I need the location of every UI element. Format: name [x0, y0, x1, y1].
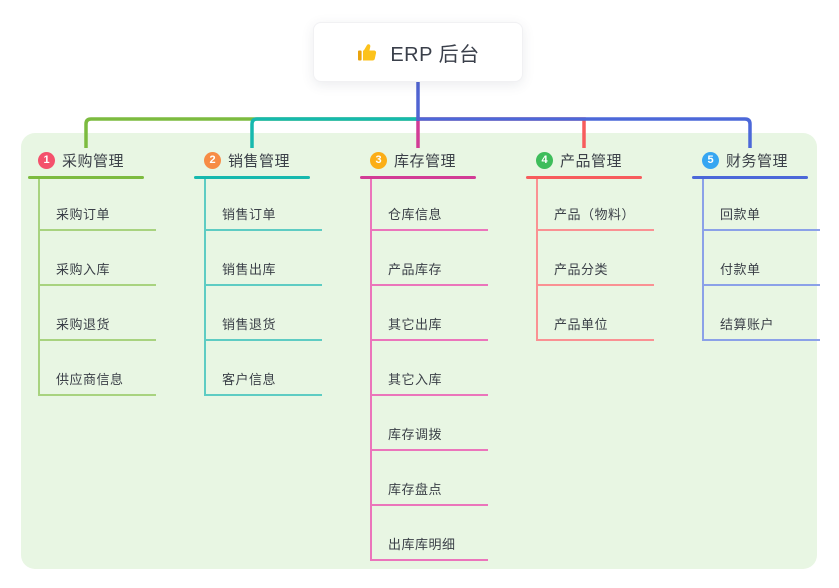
branch-title: 销售管理 [228, 152, 291, 170]
branch-column: 5 财务管理 回款单付款单结算账户 [692, 150, 820, 341]
branch-title: 产品管理 [560, 152, 623, 170]
branch-head: 3 库存管理 [360, 150, 476, 170]
branch-number-badge: 1 [38, 151, 55, 169]
child-node: 采购订单 [38, 206, 156, 231]
branch-title: 财务管理 [726, 152, 789, 170]
thumbs-up-icon [358, 44, 377, 61]
branch-number-badge: 5 [702, 151, 719, 169]
branch-number-badge: 2 [204, 151, 221, 169]
branch-vertical-line [204, 179, 206, 396]
child-node: 客户信息 [204, 371, 322, 396]
root-node-title: ERP 后台 [390, 43, 480, 66]
child-node: 其它入库 [370, 371, 488, 396]
branch-vertical-line [370, 179, 372, 561]
child-node: 回款单 [702, 206, 820, 231]
branch-vertical-line [38, 179, 40, 396]
branch-head: 4 产品管理 [526, 150, 642, 170]
child-node: 产品单位 [536, 316, 654, 341]
branch-head: 2 销售管理 [194, 150, 310, 170]
branch-title-underline [692, 176, 808, 179]
branch-title-underline [194, 176, 310, 179]
child-node: 其它出库 [370, 316, 488, 341]
child-node: 库存调拨 [370, 426, 488, 451]
child-node: 产品库存 [370, 261, 488, 286]
child-node: 销售退货 [204, 316, 322, 341]
child-node: 销售出库 [204, 261, 322, 286]
branch-number-badge: 4 [536, 151, 553, 169]
branch-column: 2 销售管理 销售订单销售出库销售退货客户信息 [194, 150, 322, 396]
child-node: 产品（物料） [536, 206, 654, 231]
branch-number-badge: 3 [370, 151, 387, 169]
child-node: 销售订单 [204, 206, 322, 231]
branch-title-underline [526, 176, 642, 179]
content-panel [21, 133, 817, 569]
branch-vertical-line [536, 179, 538, 341]
child-node: 付款单 [702, 261, 820, 286]
branch-head: 1 采购管理 [28, 150, 144, 170]
child-node: 采购入库 [38, 261, 156, 286]
child-node: 结算账户 [702, 316, 820, 341]
branch-vertical-line [702, 179, 704, 341]
child-node: 供应商信息 [38, 371, 156, 396]
branch-title: 采购管理 [62, 152, 125, 170]
branch-title-underline [360, 176, 476, 179]
branch-title: 库存管理 [394, 152, 457, 170]
child-node: 产品分类 [536, 261, 654, 286]
child-node: 仓库信息 [370, 206, 488, 231]
root-node: ERP 后台 [313, 22, 523, 82]
branch-column: 1 采购管理 采购订单采购入库采购退货供应商信息 [28, 150, 156, 396]
branch-head: 5 财务管理 [692, 150, 808, 170]
child-node: 库存盘点 [370, 481, 488, 506]
child-node: 出库库明细 [370, 536, 488, 561]
child-node: 采购退货 [38, 316, 156, 341]
branch-column: 3 库存管理 仓库信息产品库存其它出库其它入库库存调拨库存盘点出库库明细 [360, 150, 488, 561]
branch-title-underline [28, 176, 144, 179]
branch-column: 4 产品管理 产品（物料） 产品分类产品单位 [526, 150, 654, 341]
